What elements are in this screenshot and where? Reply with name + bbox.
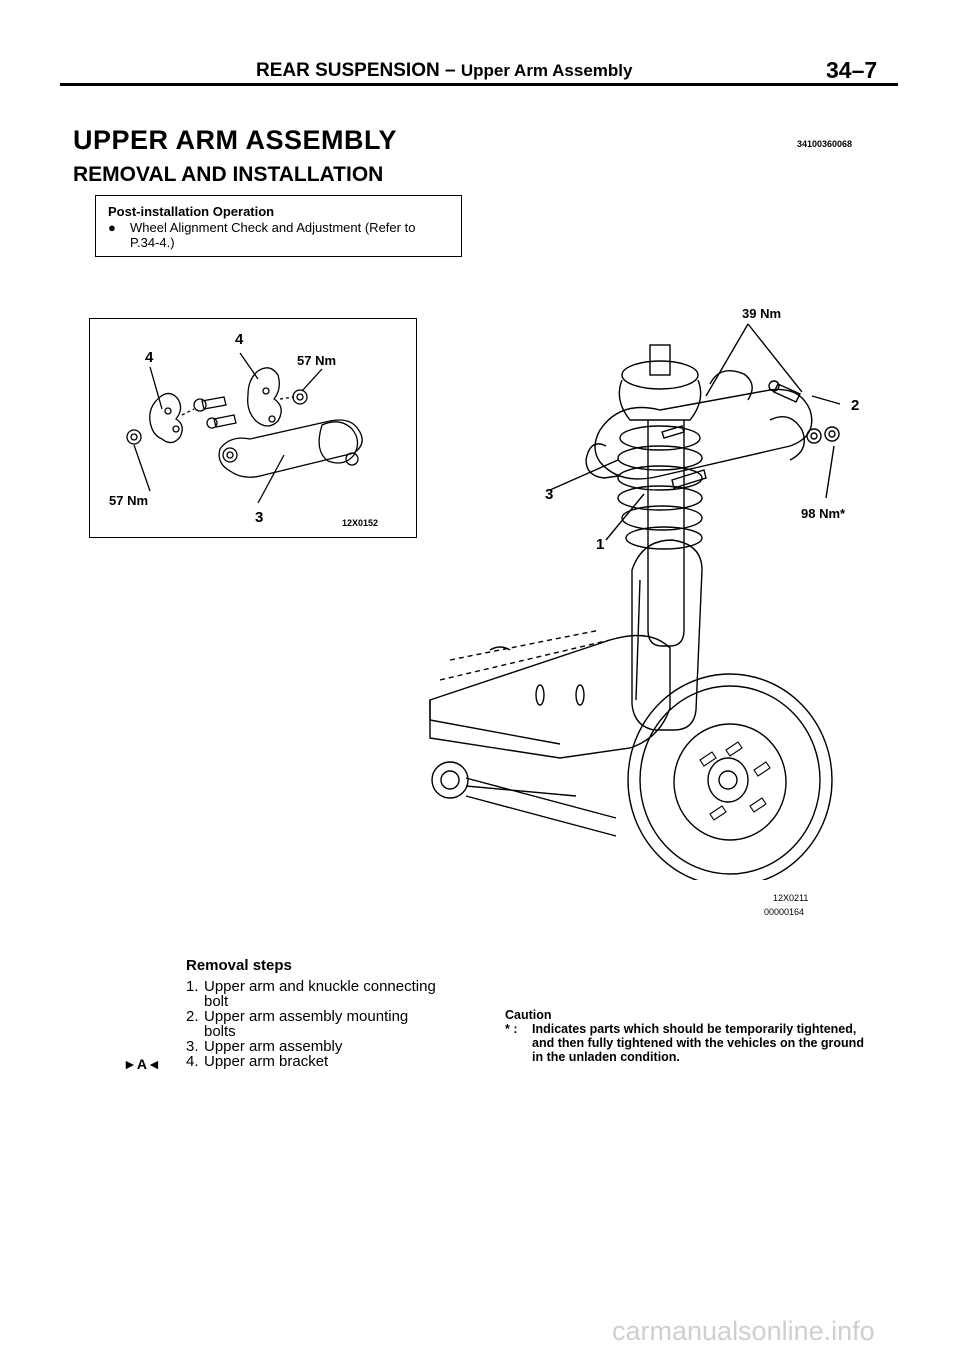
header-dash: – — [439, 60, 461, 81]
post-installation-item: ● Wheel Alignment Check and Adjustment (R… — [108, 220, 458, 250]
bullet-icon: ● — [108, 220, 116, 235]
post-installation-heading: Post-installation Operation — [108, 204, 275, 219]
caution-text: Indicates parts which should be temporar… — [532, 1022, 864, 1064]
post-item-line1: Wheel Alignment Check and Adjustment (Re… — [130, 220, 416, 235]
torque-57-top: 57 Nm — [297, 353, 337, 368]
page-number: 34–7 — [826, 57, 878, 83]
header-section: REAR SUSPENSION — [256, 60, 440, 81]
callout-4-top: 4 — [235, 331, 244, 348]
callout-2: 2 — [851, 397, 860, 414]
running-header: REAR SUSPENSION – Upper Arm Assembly — [256, 60, 632, 82]
callout-4-left: 4 — [145, 349, 154, 366]
header-divider — [60, 83, 898, 86]
torque-98: 98 Nm* — [801, 506, 846, 521]
section-subtitle: REMOVAL AND INSTALLATION — [73, 163, 384, 186]
bracket-illustration — [126, 352, 363, 504]
step-3: 3. Upper arm assembly — [186, 1038, 343, 1055]
caution-heading: Caution — [505, 1008, 552, 1022]
bracket-figure: 4 4 57 Nm 57 Nm 3 12X0152 — [89, 318, 417, 538]
figure-code-1: 12X0211 — [773, 893, 809, 903]
suspension-illustration — [429, 323, 841, 880]
post-item-line2: P.34-4.) — [130, 235, 175, 250]
step-4: 4. Upper arm bracket — [186, 1053, 329, 1070]
callout-1: 1 — [596, 536, 605, 553]
figure-code-2: 00000164 — [764, 907, 805, 917]
removal-steps-heading: Removal steps — [186, 957, 292, 974]
page-title: UPPER ARM ASSEMBLY — [73, 125, 398, 155]
watermark: carmanualsonline.info — [612, 1316, 875, 1346]
service-point-marker: ►A◄ — [123, 1056, 161, 1072]
callout-3: 3 — [255, 509, 264, 526]
figure-code: 12X0152 — [342, 518, 379, 528]
removal-steps: Removal steps 1. Upper arm and knuckle c… — [186, 958, 436, 1069]
torque-57-bottom: 57 Nm — [109, 493, 149, 508]
header-subsection: Upper Arm Assembly — [460, 61, 633, 80]
caution-note: Caution * : Indicates parts which should… — [505, 1008, 905, 1064]
torque-39: 39 Nm — [742, 306, 782, 321]
callout-3-main: 3 — [545, 486, 554, 503]
title-code: 34100360068 — [797, 139, 853, 149]
asterisk-label: * : — [505, 1022, 518, 1036]
post-installation-box: Post-installation Operation ● Wheel Align… — [95, 195, 462, 257]
